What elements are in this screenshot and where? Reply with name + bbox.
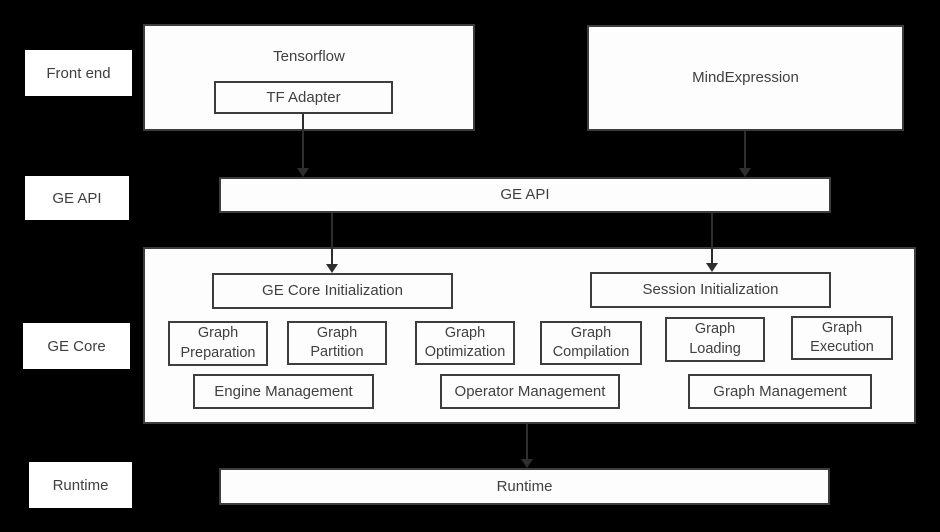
- arrow-ge-api-to-session-initialization: [706, 213, 718, 272]
- arrow-shaft: [331, 213, 333, 264]
- graph-preparation-box: Graph Preparation: [168, 321, 268, 366]
- arrow-tf-adapter-to-ge-api: [297, 114, 309, 177]
- arrow-shaft: [526, 424, 528, 459]
- arrow-head-icon: [326, 264, 338, 273]
- arrow-head-icon: [521, 459, 533, 468]
- arrow-mindexpression-to-ge-api: [739, 131, 751, 177]
- arrow-shaft: [744, 131, 746, 168]
- ge-api-box: GE API: [219, 177, 831, 213]
- graph-management-box: Graph Management: [688, 374, 872, 409]
- arrow-head-icon: [739, 168, 751, 177]
- arrow-head-icon: [297, 168, 309, 177]
- row-label-ge-api: GE API: [25, 176, 129, 220]
- arrow-ge-core-to-runtime: [521, 424, 533, 468]
- tf-adapter-box: TF Adapter: [214, 81, 393, 114]
- arrow-ge-api-to-ge-core-initialization: [326, 213, 338, 273]
- session-initialization-box: Session Initialization: [590, 272, 831, 308]
- ge-core-initialization-box: GE Core Initialization: [212, 273, 453, 309]
- arrow-head-icon: [706, 263, 718, 272]
- row-label-runtime: Runtime: [29, 462, 132, 508]
- runtime-box: Runtime: [219, 468, 830, 505]
- row-label-ge-core: GE Core: [23, 323, 130, 369]
- graph-compilation-box: Graph Compilation: [540, 321, 642, 365]
- graph-loading-box: Graph Loading: [665, 317, 765, 362]
- mindexpression-box: MindExpression: [587, 25, 904, 131]
- arrow-shaft: [711, 213, 713, 263]
- arrow-shaft: [302, 114, 304, 168]
- tensorflow-label: Tensorflow: [273, 48, 345, 65]
- row-label-front-end: Front end: [25, 50, 132, 96]
- graph-partition-box: Graph Partition: [287, 321, 387, 365]
- operator-management-box: Operator Management: [440, 374, 620, 409]
- graph-optimization-box: Graph Optimization: [415, 321, 515, 365]
- engine-management-box: Engine Management: [193, 374, 374, 409]
- graph-execution-box: Graph Execution: [791, 316, 893, 360]
- tensorflow-box: Tensorflow TF Adapter: [143, 24, 475, 131]
